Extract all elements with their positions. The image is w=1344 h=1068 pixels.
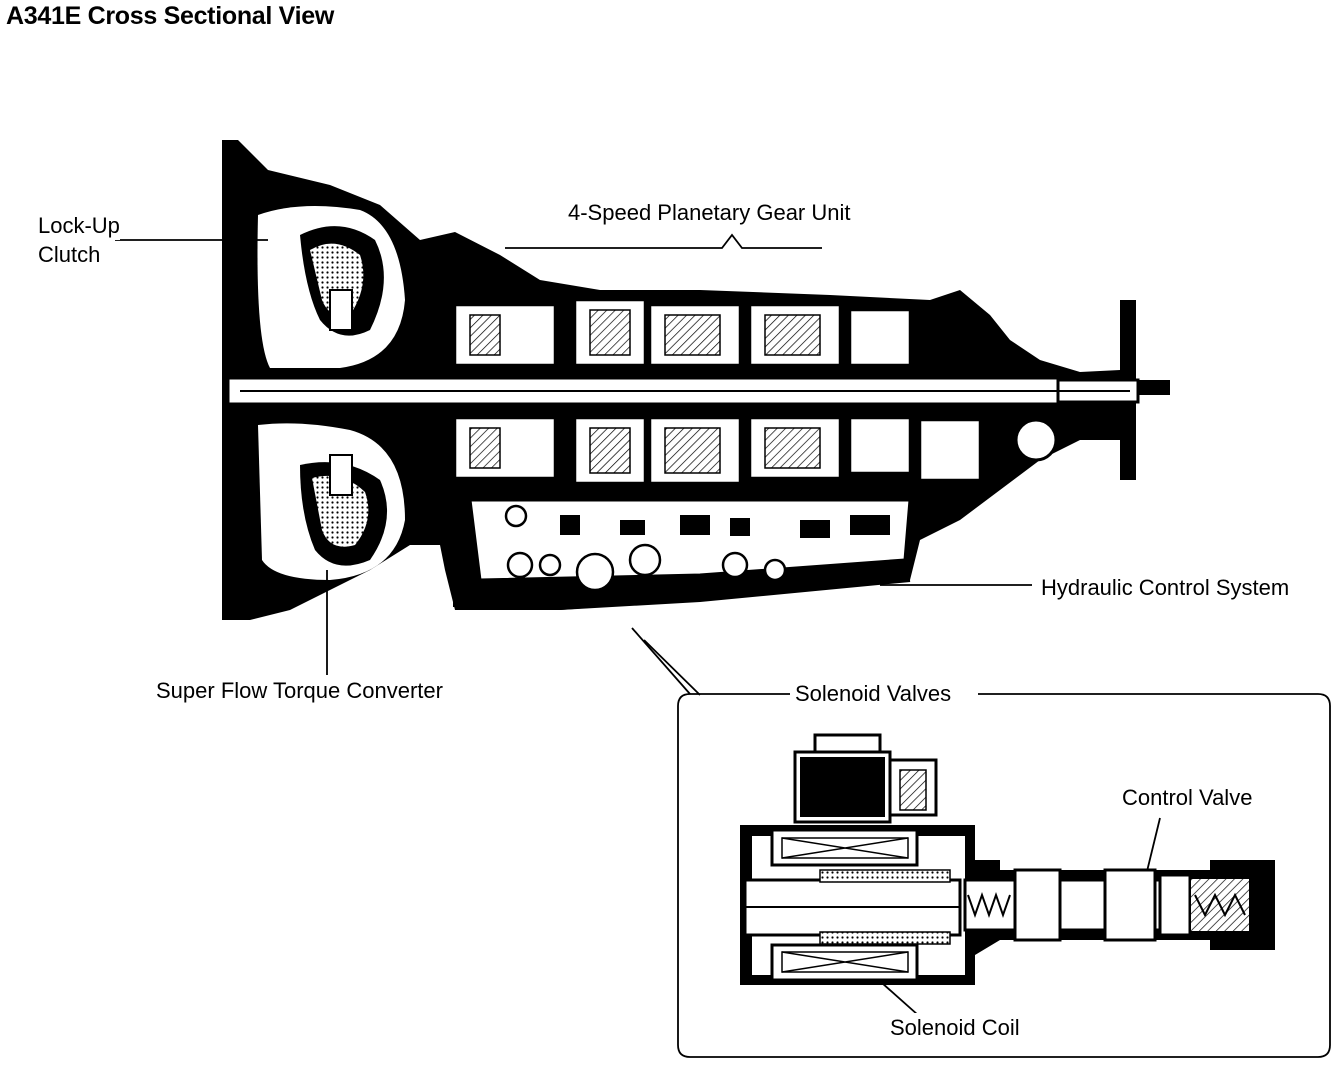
label-clutch: Clutch: [38, 240, 101, 269]
label-lock-up: Lock-Up: [38, 211, 120, 240]
control-valve-spool: [1103, 868, 1157, 942]
transmission-cross-section: [222, 140, 1170, 620]
label-planetary-gear-unit: 4-Speed Planetary Gear Unit: [568, 198, 851, 227]
label-solenoid-coil: Solenoid Coil: [890, 1013, 1020, 1042]
oil-pan: [453, 560, 911, 611]
label-solenoid-valves: Solenoid Valves: [795, 679, 952, 708]
leader-lines: [115, 233, 1331, 1058]
label-torque-converter: Super Flow Torque Converter: [156, 676, 443, 705]
diagram-title: A341E Cross Sectional View: [6, 2, 335, 30]
label-control-valve: Control Valve: [1122, 783, 1253, 812]
label-hydraulic-control-system: Hydraulic Control System: [1041, 573, 1290, 602]
solenoid-valve-detail: [740, 733, 1275, 985]
